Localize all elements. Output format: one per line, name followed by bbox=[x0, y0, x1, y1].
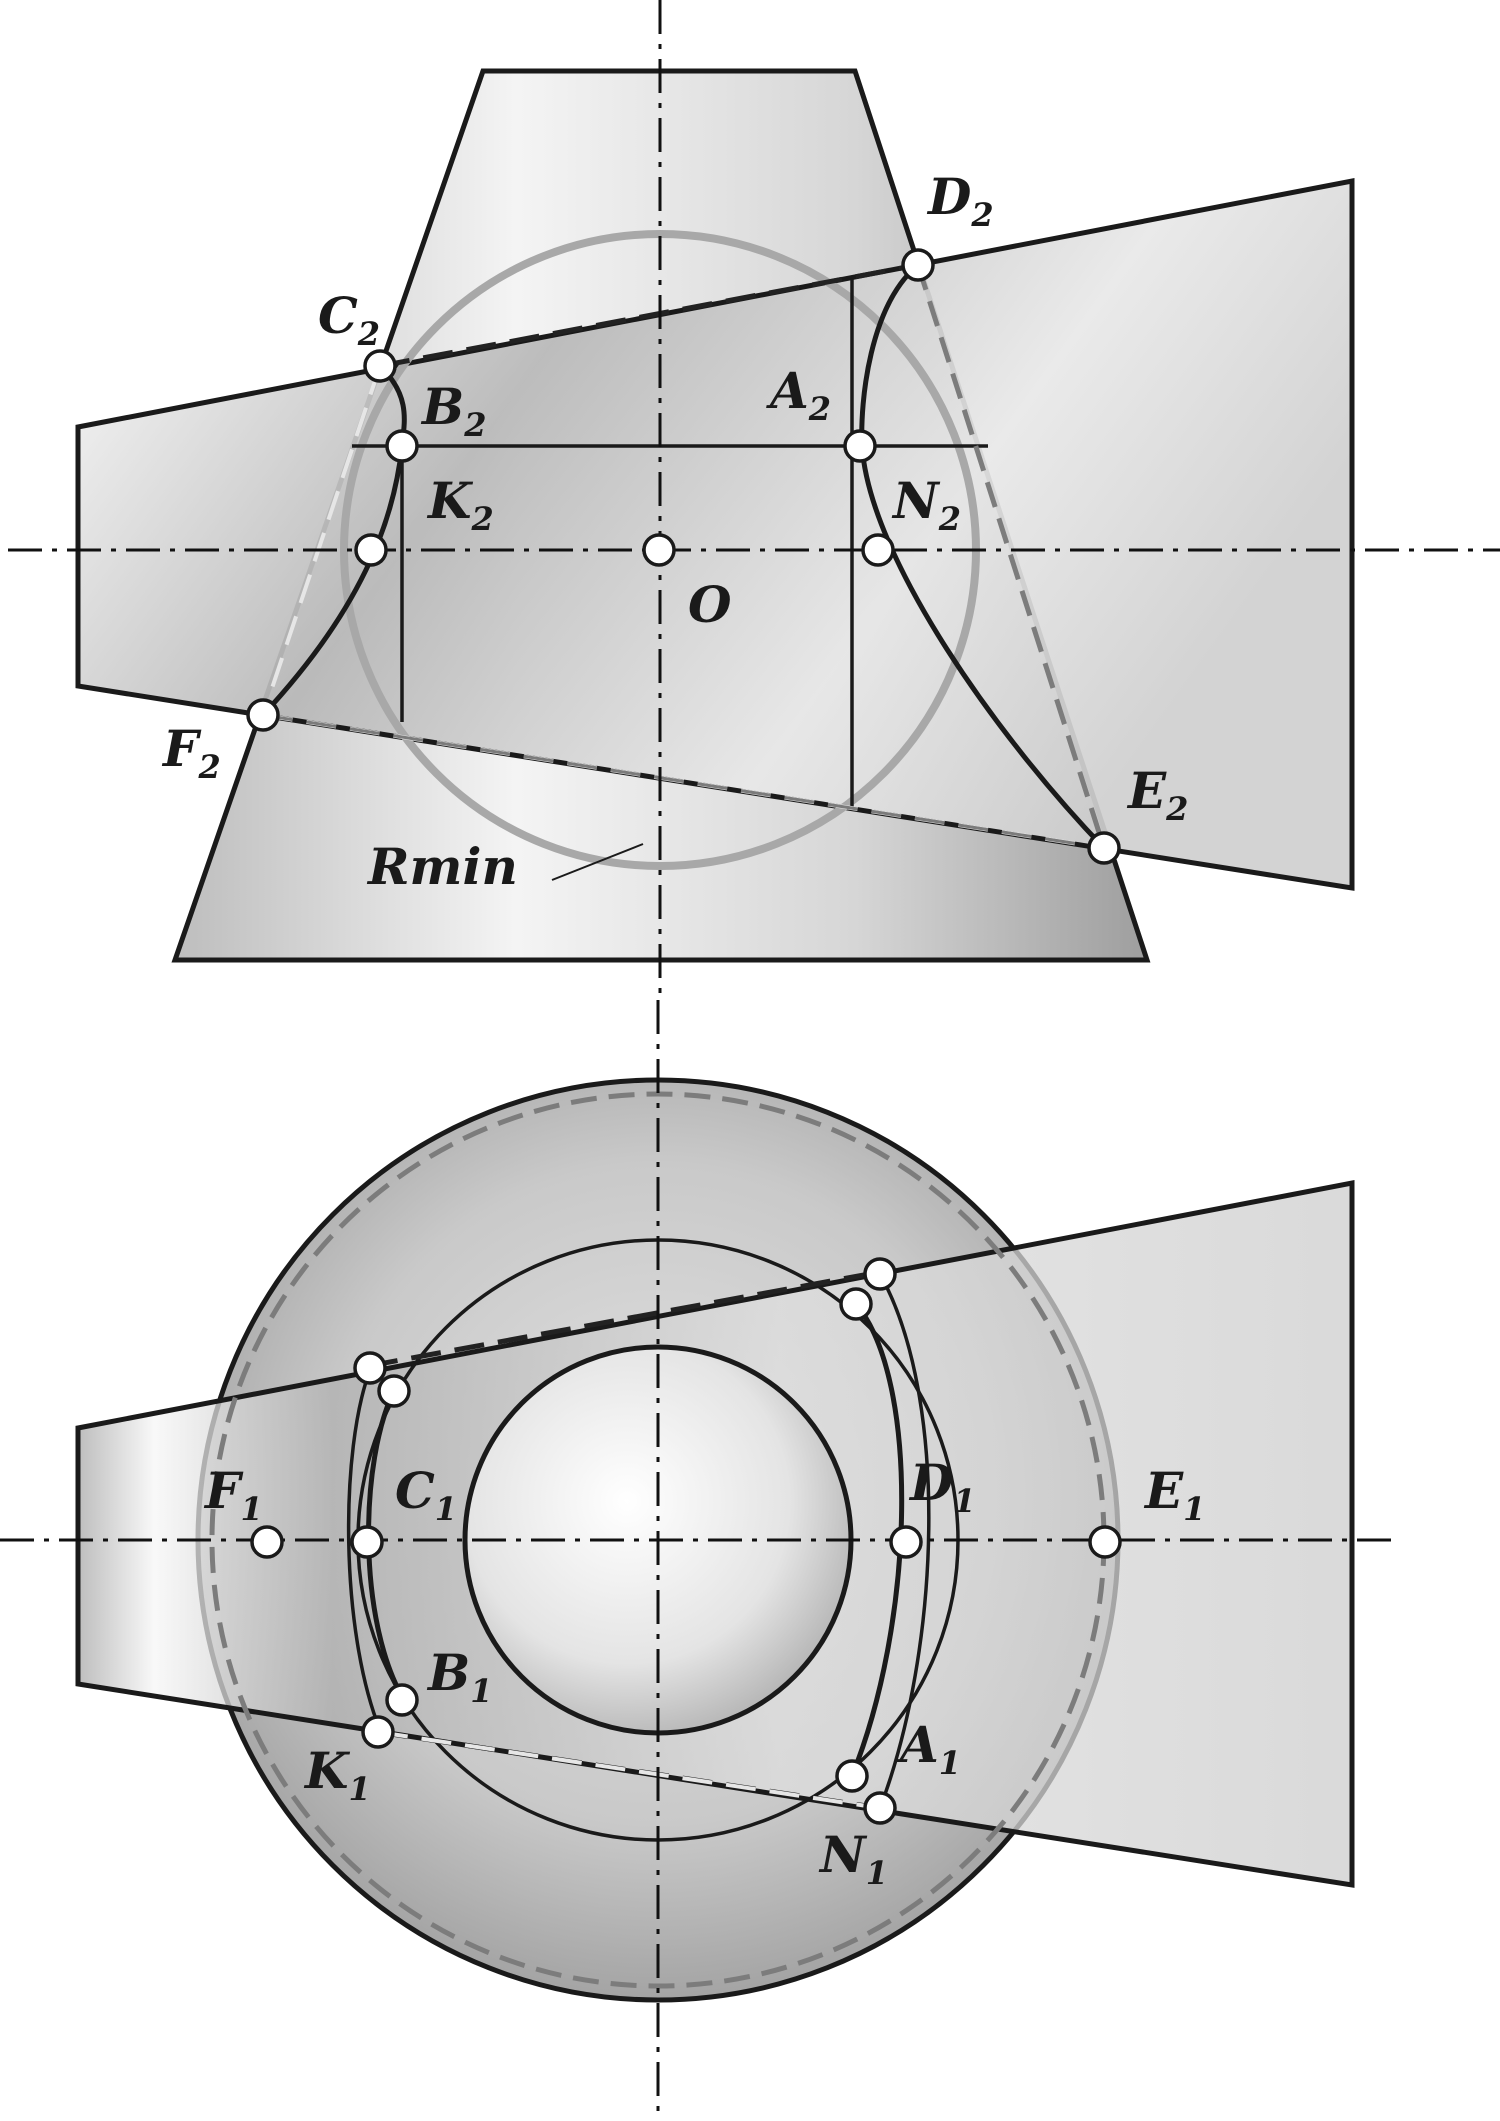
point-D1 bbox=[889, 1525, 923, 1559]
label-F1: F1 bbox=[203, 1461, 263, 1528]
hidden-edge-bottom-dark bbox=[262, 713, 1105, 850]
hidden-edge-top-view-lower-light bbox=[377, 1730, 881, 1810]
hidden-edge-right bbox=[915, 264, 1107, 849]
point-E2 bbox=[1087, 831, 1121, 865]
point-D2 bbox=[901, 248, 935, 282]
label-O: O bbox=[688, 575, 732, 634]
intersection-curve-top-left-inner bbox=[346, 1369, 382, 1731]
point-E1 bbox=[1088, 1525, 1122, 1559]
point-F2 bbox=[246, 698, 280, 732]
intersection-curve-top-right-inner bbox=[878, 1273, 931, 1809]
label-C1: C1 bbox=[395, 1461, 457, 1528]
point-C1 bbox=[350, 1525, 384, 1559]
label-K1: K1 bbox=[303, 1741, 371, 1808]
point-A1 bbox=[835, 1759, 869, 1793]
point-top-left-outer bbox=[353, 1351, 387, 1385]
label-K2: K2 bbox=[426, 471, 494, 538]
intersection-curve-right bbox=[859, 263, 1106, 850]
intersection-curve-top-right bbox=[849, 1302, 905, 1777]
point-C2 bbox=[363, 349, 397, 383]
hidden-edge-top bbox=[379, 262, 919, 369]
point-top-upper-outer bbox=[863, 1257, 897, 1291]
label-E1: E1 bbox=[1143, 1461, 1205, 1528]
label-D1: D1 bbox=[908, 1453, 976, 1520]
point-top-upper-inner bbox=[839, 1287, 873, 1321]
hidden-edge-left bbox=[261, 365, 382, 716]
point-K1 bbox=[361, 1715, 395, 1749]
label-rmin: Rmin bbox=[366, 837, 518, 896]
point-A2 bbox=[843, 429, 877, 463]
label-E2: E2 bbox=[1126, 761, 1188, 828]
label-B1: B1 bbox=[426, 1643, 493, 1710]
intersection-curve-left bbox=[261, 364, 407, 717]
top-view: F1 C1 D1 E1 B1 K1 A1 N1 bbox=[0, 1000, 1400, 2121]
front-view: C2 D2 B2 A2 K2 N2 O F2 E2 Rmin bbox=[8, 0, 1500, 1000]
point-B2 bbox=[385, 429, 419, 463]
point-top-left-inner bbox=[377, 1374, 411, 1408]
label-N1: N1 bbox=[818, 1825, 888, 1892]
label-C2: C2 bbox=[318, 286, 380, 353]
label-B2: B2 bbox=[420, 377, 487, 444]
rmin-leader bbox=[551, 843, 644, 881]
point-B1 bbox=[385, 1683, 419, 1717]
label-N2: N2 bbox=[891, 471, 961, 538]
point-N2 bbox=[861, 533, 895, 567]
point-N1 bbox=[863, 1791, 897, 1825]
point-F1 bbox=[250, 1525, 284, 1559]
label-D2: D2 bbox=[926, 167, 994, 234]
label-A1: A1 bbox=[896, 1715, 961, 1782]
point-K2 bbox=[354, 533, 388, 567]
label-A2: A2 bbox=[766, 361, 831, 428]
point-O bbox=[642, 533, 676, 567]
label-F2: F2 bbox=[161, 719, 221, 786]
